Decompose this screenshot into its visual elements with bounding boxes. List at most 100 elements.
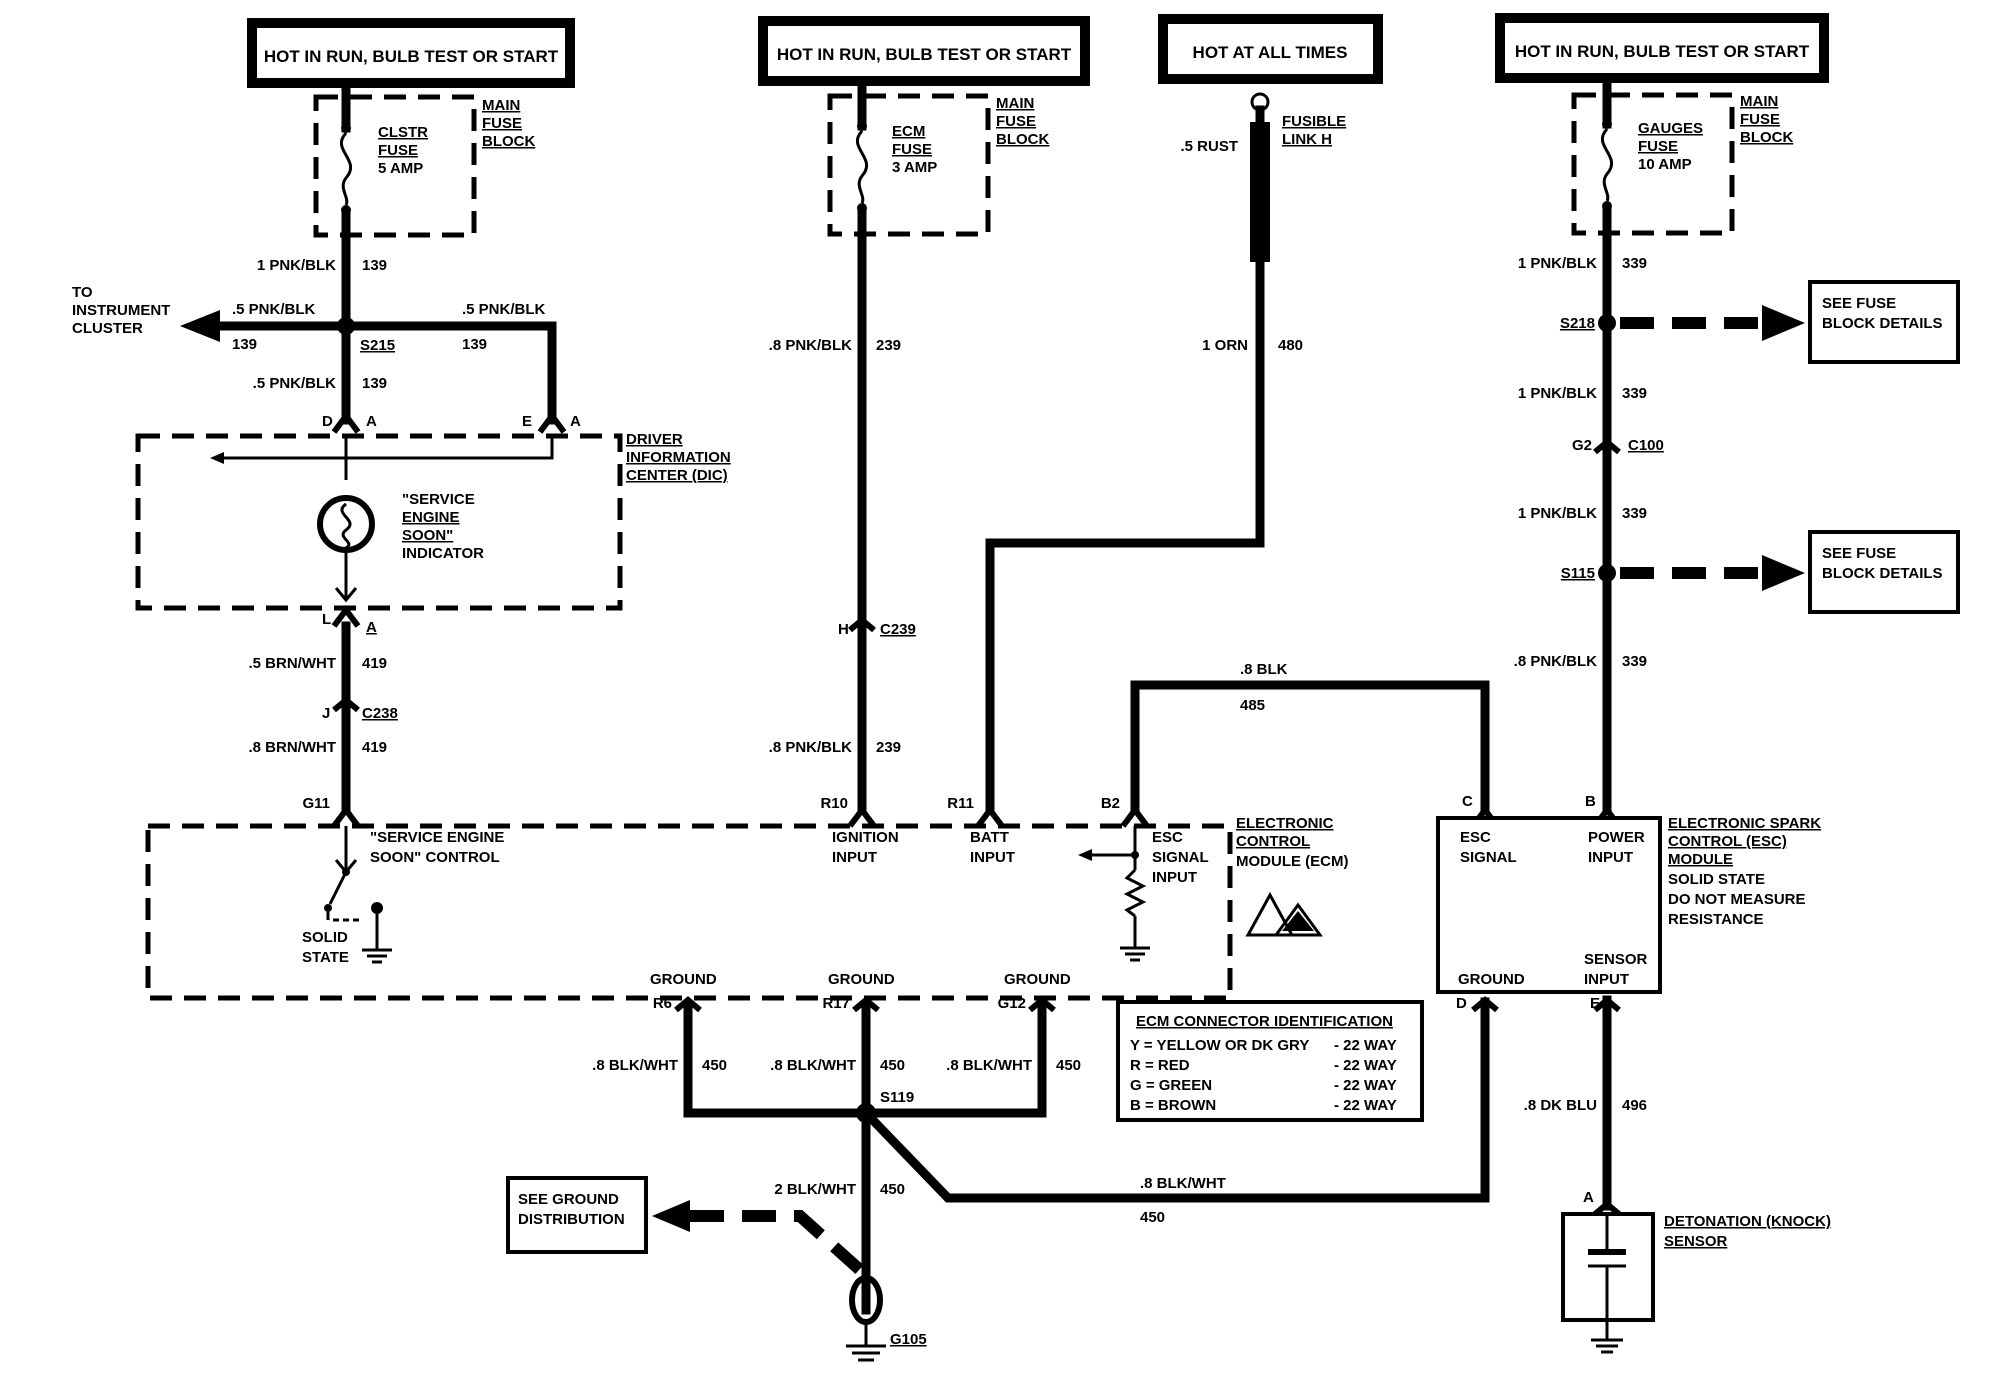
esd-warning-icon <box>1245 891 1295 937</box>
ecm-connector-row-4-code: B = BROWN <box>1130 1097 1216 1114</box>
pin-R17: R17 <box>822 995 850 1012</box>
pin-J: J <box>322 705 330 722</box>
see-ground-1: SEE GROUND <box>518 1191 619 1208</box>
circuit-139-b: 139 <box>232 336 257 353</box>
ecm-label-1: ELECTRONIC <box>1236 815 1334 832</box>
see-ground-2: DISTRIBUTION <box>518 1211 625 1228</box>
esc-signal-2: SIGNAL <box>1460 849 1517 866</box>
esc-label-2: CONTROL (ESC) <box>1668 833 1787 850</box>
ecm-connector-table: ECM CONNECTOR IDENTIFICATION Y = YELLOW … <box>1116 1000 1424 1122</box>
fusible-link-label-2: LINK H <box>1282 131 1332 148</box>
esc-signal-input-1: ESC <box>1152 829 1183 846</box>
ground-g105-label: G105 <box>890 1331 927 1348</box>
esc-power-input-2: INPUT <box>1588 849 1633 866</box>
ecm-ground-2: GROUND <box>828 971 895 988</box>
circuit-450-a: 450 <box>702 1057 727 1074</box>
esc-label: ELECTRONIC SPARK CONTROL (ESC) MODULE SO… <box>1668 815 1821 928</box>
ses-control-2: SOON" CONTROL <box>370 849 500 866</box>
power-header-battery-text: HOT AT ALL TIMES <box>1193 43 1348 62</box>
circuit-419-a: 419 <box>362 655 387 672</box>
ecm-fuse-block: ECM FUSE 3 AMP MAIN FUSE BLOCK <box>827 81 1049 237</box>
wire-label-1pnkblk-r2: 1 PNK/BLK <box>1518 385 1597 402</box>
connector-c238: C238 <box>362 705 398 722</box>
pin-H: H <box>838 621 849 638</box>
power-header-ecm: HOT IN RUN, BULB TEST OR START <box>758 16 1090 86</box>
ecm-connector-title: ECM CONNECTOR IDENTIFICATION <box>1136 1013 1393 1030</box>
esc-label-1: ELECTRONIC SPARK <box>1668 815 1821 832</box>
connector-c239: C239 <box>880 621 916 638</box>
wire-label-08blkwht-d: .8 BLK/WHT <box>1140 1175 1226 1192</box>
pin-R10: R10 <box>820 795 848 812</box>
gauges-fuse-label-2: FUSE <box>1638 138 1678 155</box>
main-fuse-block-label-ecm-1: MAIN <box>996 95 1034 112</box>
esc-power-input-1: POWER <box>1588 829 1645 846</box>
knock-sensor-label-1: DETONATION (KNOCK) <box>1664 1213 1831 1230</box>
gauges-fuse-block: GAUGES FUSE 10 AMP MAIN FUSE BLOCK <box>1571 79 1793 236</box>
to-cluster-2: INSTRUMENT <box>72 302 170 319</box>
dic-label-2: INFORMATION <box>626 449 731 466</box>
main-fuse-block-label-2: FUSE <box>482 115 522 132</box>
pin-G2: G2 <box>1572 437 1592 454</box>
to-cluster-1: TO <box>72 284 93 301</box>
power-header-clstr-text: HOT IN RUN, BULB TEST OR START <box>264 47 559 66</box>
wire-label-1pnkblk-r3: 1 PNK/BLK <box>1518 505 1597 522</box>
circuit-450-e: 450 <box>1140 1209 1165 1226</box>
indicator-label-2: ENGINE <box>402 509 460 526</box>
fusible-link: FUSIBLE LINK H .5 RUST <box>1180 92 1346 262</box>
see-ground-distribution[interactable]: SEE GROUND DISTRIBUTION <box>506 1176 865 1275</box>
splice-s218: S218 <box>1560 315 1595 332</box>
clstr-fuse-label-2: FUSE <box>378 142 418 159</box>
circuit-480: 480 <box>1278 337 1303 354</box>
main-fuse-block-label-gauges-3: BLOCK <box>1740 129 1793 146</box>
circuit-339-b: 339 <box>1622 385 1647 402</box>
esc-label-4: SOLID STATE <box>1668 871 1765 888</box>
circuit-485: .8 BLK 485 B2 C <box>1101 661 1490 815</box>
esc-label-3: MODULE <box>1668 851 1733 868</box>
circuit-419: L A .5 BRN/WHT 419 J C238 .8 BRN/WHT 419… <box>249 605 398 815</box>
wire-label-1orn: 1 ORN <box>1202 337 1248 354</box>
splice-s119: S119 <box>880 1089 914 1106</box>
main-fuse-block-label-gauges-2: FUSE <box>1740 111 1780 128</box>
circuit-450-c: 450 <box>1056 1057 1081 1074</box>
power-header-ecm-text: HOT IN RUN, BULB TEST OR START <box>777 45 1072 64</box>
see-fuse-block-box-1[interactable]: SEE FUSE BLOCK DETAILS <box>1808 280 1960 364</box>
wire-label-1pnkblk-r1: 1 PNK/BLK <box>1518 255 1597 272</box>
fusible-link-wire-label: .5 RUST <box>1180 138 1238 155</box>
pin-D: D <box>322 413 333 430</box>
pin-A-dic1: A <box>366 413 377 430</box>
knock-sensor: DETONATION (KNOCK) SENSOR <box>1561 1212 1831 1354</box>
gauges-fuse-label-1: GAUGES <box>1638 120 1703 137</box>
pin-G11: G11 <box>302 795 330 812</box>
pin-E: E <box>522 413 532 430</box>
esc-module: ESC SIGNAL POWER INPUT GROUND SENSOR INP… <box>1436 816 1662 994</box>
pin-R6: R6 <box>653 995 672 1012</box>
pin-A-dic2: A <box>570 413 581 430</box>
circuit-419-b: 419 <box>362 739 387 756</box>
batt-input-1: BATT <box>970 829 1009 846</box>
pin-C: C <box>1462 793 1473 810</box>
wire-label-08pnkblk-b: .8 PNK/BLK <box>769 739 853 756</box>
main-fuse-block-label-gauges-1: MAIN <box>1740 93 1778 110</box>
indicator-label-1: "SERVICE <box>402 491 475 508</box>
ecm-connector-row-3-size: - 22 WAY <box>1334 1077 1397 1094</box>
indicator-label-3: SOON" <box>402 527 453 544</box>
pin-knock-A: A <box>1583 1189 1594 1206</box>
ecm-ground-3: GROUND <box>1004 971 1071 988</box>
ecm-connector-row-2-size: - 22 WAY <box>1334 1057 1397 1074</box>
ecm-connector-row-2-code: R = RED <box>1130 1057 1190 1074</box>
batt-input-2: INPUT <box>970 849 1015 866</box>
see-fuse-block-box-2[interactable]: SEE FUSE BLOCK DETAILS <box>1808 530 1960 614</box>
circuit-480: 1 ORN 480 R11 <box>947 257 1303 815</box>
wire-label-08blk: .8 BLK <box>1240 661 1288 678</box>
ground-circuit-450: R6 R17 G12 D .8 BLK/WHT 450 .8 BLK/WHT 4… <box>592 995 1499 1315</box>
connector-c100: C100 <box>1628 437 1664 454</box>
circuit-239-b: 239 <box>876 739 901 756</box>
circuit-139: 1 PNK/BLK 139 .5 PNK/BLK 139 .5 PNK/BLK … <box>72 210 557 425</box>
wire-label-08brnwht: .8 BRN/WHT <box>249 739 337 756</box>
main-fuse-block-label-ecm-2: FUSE <box>996 113 1036 130</box>
see-fuse-block-2a: SEE FUSE <box>1822 545 1896 562</box>
esc-signal-1: ESC <box>1460 829 1491 846</box>
esc-sensor-input-1: SENSOR <box>1584 951 1648 968</box>
circuit-339-a: 339 <box>1622 255 1647 272</box>
